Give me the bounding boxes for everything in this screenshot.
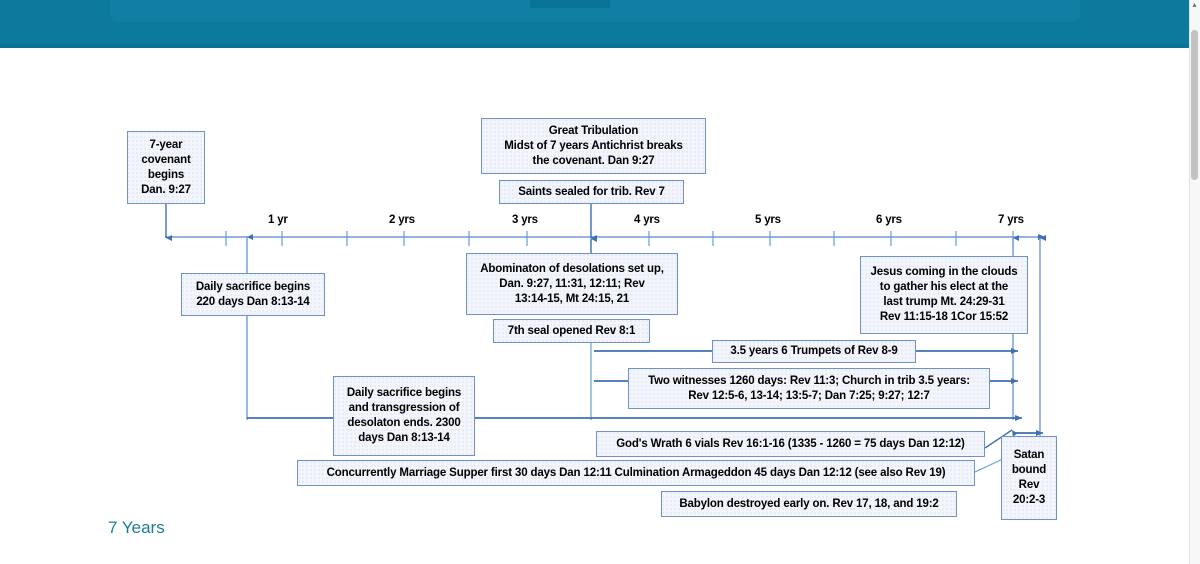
scroll-up-arrow[interactable]: ▲ <box>1191 2 1198 9</box>
header-bottom-edge <box>0 44 1189 48</box>
box-line: covenant <box>141 153 191 166</box>
box-line: desolaton ends. 2300 <box>347 417 461 429</box>
box-line: Rev 11:15-18 1Cor 15:52 <box>879 311 1009 323</box>
box-line: Daily sacrifice begins <box>346 387 462 399</box>
box-line: Satan <box>1013 449 1045 461</box>
box-line: the covenant. Dan 9:27 <box>532 154 655 167</box>
box-line: Saints sealed for trib. Rev 7 <box>518 185 665 198</box>
header-tab[interactable] <box>530 0 610 8</box>
axis-tick-label-6yrs: 6 yrs <box>876 214 902 226</box>
axis-tick-label-7yrs: 7 yrs <box>998 214 1024 226</box>
box-line: Rev 12:5-6, 13-14; 13:5-7; Dan 7:25; 9:2… <box>688 389 930 402</box>
box-abomination-of-desolations[interactable]: Abominaton of desolations set up, Dan. 9… <box>466 253 678 315</box>
box-line: Daily sacrifice begins <box>195 280 311 293</box>
axis-tick-label-3yrs: 3 yrs <box>512 214 538 226</box>
box-line: Two witnesses 1260 days: Rev 11:3; Churc… <box>648 374 970 387</box>
vertical-scrollbar[interactable]: ▲ <box>1189 0 1200 564</box>
box-line: Great Tribulation <box>548 124 639 137</box>
box-line: 20:2-3 <box>1012 494 1046 506</box>
diagram-caption: 7 Years <box>108 518 165 537</box>
box-line: 7-year <box>149 138 183 151</box>
box-line: 220 days Dan 8:13-14 <box>196 295 310 308</box>
axis-tick-label-4yrs: 4 yrs <box>634 214 660 226</box>
box-line: Abominaton of desolations set up, <box>480 262 664 275</box>
box-line: Dan. 9:27 <box>141 183 191 196</box>
box-line: 13:14-15, Mt 24:15, 21 <box>514 292 630 305</box>
box-great-tribulation[interactable]: Great Tribulation Midst of 7 years Antic… <box>481 118 706 174</box>
app-header-bar <box>0 0 1189 46</box>
box-line: to gather his elect at the <box>879 281 1009 293</box>
box-line: 3.5 years 6 Trumpets of Rev 8-9 <box>730 345 898 357</box>
box-line: God's Wrath 6 vials Rev 16:1-16 (1335 - … <box>616 437 965 450</box>
box-line: Dan. 9:27, 11:31, 12:11; Rev <box>499 277 645 290</box>
box-babylon-destroyed[interactable]: Babylon destroyed early on. Rev 17, 18, … <box>661 491 957 517</box>
axis-tick-label-2yrs: 2 yrs <box>389 214 415 226</box>
box-marriage-supper[interactable]: Concurrently Marriage Supper first 30 da… <box>297 460 975 486</box>
box-two-witnesses[interactable]: Two witnesses 1260 days: Rev 11:3; Churc… <box>628 368 990 409</box>
box-covenant-begins[interactable]: 7-year covenant begins Dan. 9:27 <box>127 131 205 204</box>
box-line: Babylon destroyed early on. Rev 17, 18, … <box>679 497 939 510</box>
box-line: Jesus coming in the clouds <box>870 266 1018 278</box>
box-seventh-seal-opened[interactable]: 7th seal opened Rev 8:1 <box>493 319 650 343</box>
box-daily-sacrifice-begins[interactable]: Daily sacrifice begins 220 days Dan 8:13… <box>181 273 325 316</box>
box-line: days Dan 8:13-14 <box>358 432 450 444</box>
box-line: Rev <box>1018 479 1040 491</box>
box-transgression-ends-2300-days[interactable]: Daily sacrifice begins and transgression… <box>333 376 475 456</box>
box-saints-sealed[interactable]: Saints sealed for trib. Rev 7 <box>499 180 684 204</box>
axis-tick-label-1yr: 1 yr <box>268 214 288 226</box>
box-line: and transgression of <box>348 402 460 414</box>
header-panel <box>110 0 1080 22</box>
box-line: begins <box>147 168 185 181</box>
box-line: Concurrently Marriage Supper first 30 da… <box>326 466 946 479</box>
scrollbar-thumb[interactable] <box>1191 30 1198 180</box>
timeline-diagram: 1 yr 2 yrs 3 yrs 4 yrs 5 yrs 6 yrs 7 yrs… <box>0 48 1189 564</box>
box-jesus-coming-in-clouds[interactable]: Jesus coming in the clouds to gather his… <box>860 256 1028 334</box>
axis-tick-label-5yrs: 5 yrs <box>755 214 781 226</box>
box-six-trumpets[interactable]: 3.5 years 6 Trumpets of Rev 8-9 <box>712 340 916 363</box>
box-line: bound <box>1011 464 1047 476</box>
box-line: Midst of 7 years Antichrist breaks <box>504 139 683 152</box>
box-line: last trump Mt. 24:29-31 <box>883 296 1005 308</box>
box-line: 7th seal opened Rev 8:1 <box>507 324 636 337</box>
box-satan-bound[interactable]: Satan bound Rev 20:2-3 <box>1001 436 1057 520</box>
box-gods-wrath-six-vials[interactable]: God's Wrath 6 vials Rev 16:1-16 (1335 - … <box>596 431 985 457</box>
